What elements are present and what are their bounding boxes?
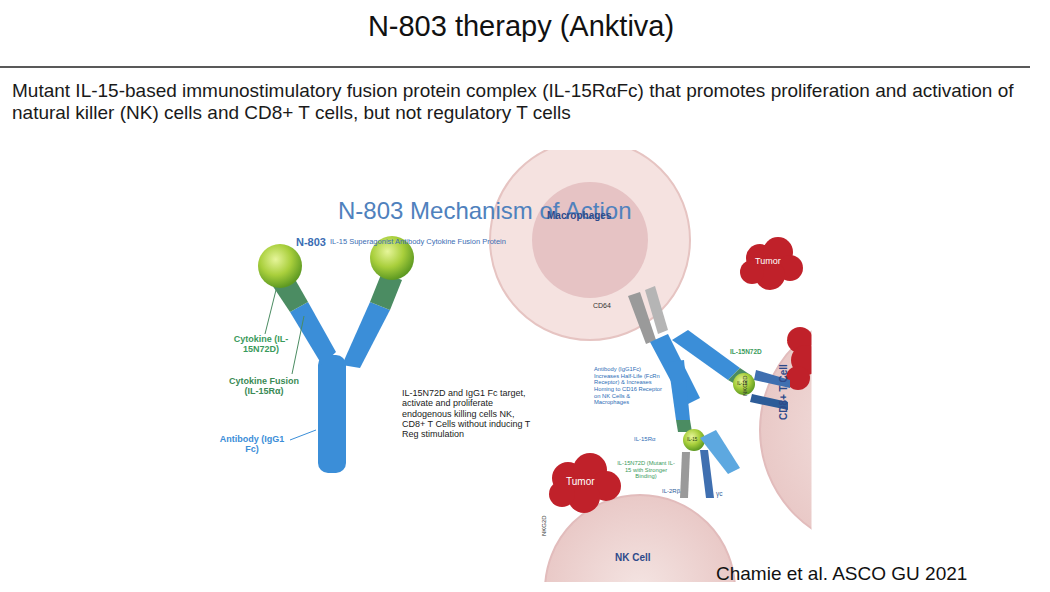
citation: Chamie et al. ASCO GU 2021	[716, 563, 967, 585]
part-label: IL-15N72D (Mutant IL-15 with Stronger Bi…	[616, 460, 676, 480]
macrophage-cell: MacrophagesCD64	[495, 150, 685, 340]
divider-rule	[0, 66, 1030, 68]
receptor-label: NKG2D	[541, 515, 548, 536]
part-label: Antibody (IgG1Fc) Increases Half-Life (F…	[594, 366, 662, 406]
mechanism-note: IL-15N72D and IgG1 Fc target, activate a…	[402, 388, 540, 440]
cell-name: Macrophages	[547, 210, 611, 222]
intro-text: Mutant IL-15-based immunostimulatory fus…	[12, 80, 1037, 124]
part-label: γc	[716, 490, 723, 497]
tumor-cell: Tumor	[788, 330, 812, 390]
slide-title: N-803 therapy (Anktiva)	[0, 10, 1046, 43]
cell-name: Tumor	[780, 331, 789, 354]
t-cell: CD8+ T CellNKG2D	[750, 320, 812, 540]
part-label: Antibody (IgG1 Fc)	[212, 434, 292, 455]
part-label: Cytokine Fusion (IL-15Rα)	[226, 376, 302, 397]
part-label: IL-15Rα	[634, 436, 655, 443]
receptor-label: NKG2D	[742, 375, 749, 396]
drug-name: N-803	[296, 236, 326, 249]
drug-subtitle: IL-15 Superagonist Antibody Cytokine Fus…	[330, 238, 506, 247]
cell-name: CD8+ T Cell	[778, 364, 790, 420]
molecule-label: IL-15	[687, 437, 697, 442]
cell-name: Tumor	[755, 256, 781, 266]
tumor-cell: Tumor	[745, 240, 803, 286]
part-label: IL-2Rβ	[662, 488, 680, 495]
tumor-cell: Tumor	[550, 456, 622, 512]
receptor-label: CD64	[593, 302, 611, 310]
part-label: IL-15N72D	[730, 348, 762, 355]
cell-name: NK Cell	[615, 552, 651, 564]
nk-cell: NK CellNKG2D	[545, 500, 705, 582]
cell-name: Tumor	[566, 476, 595, 488]
part-label: Cytokine (IL-15N72D)	[226, 334, 296, 355]
